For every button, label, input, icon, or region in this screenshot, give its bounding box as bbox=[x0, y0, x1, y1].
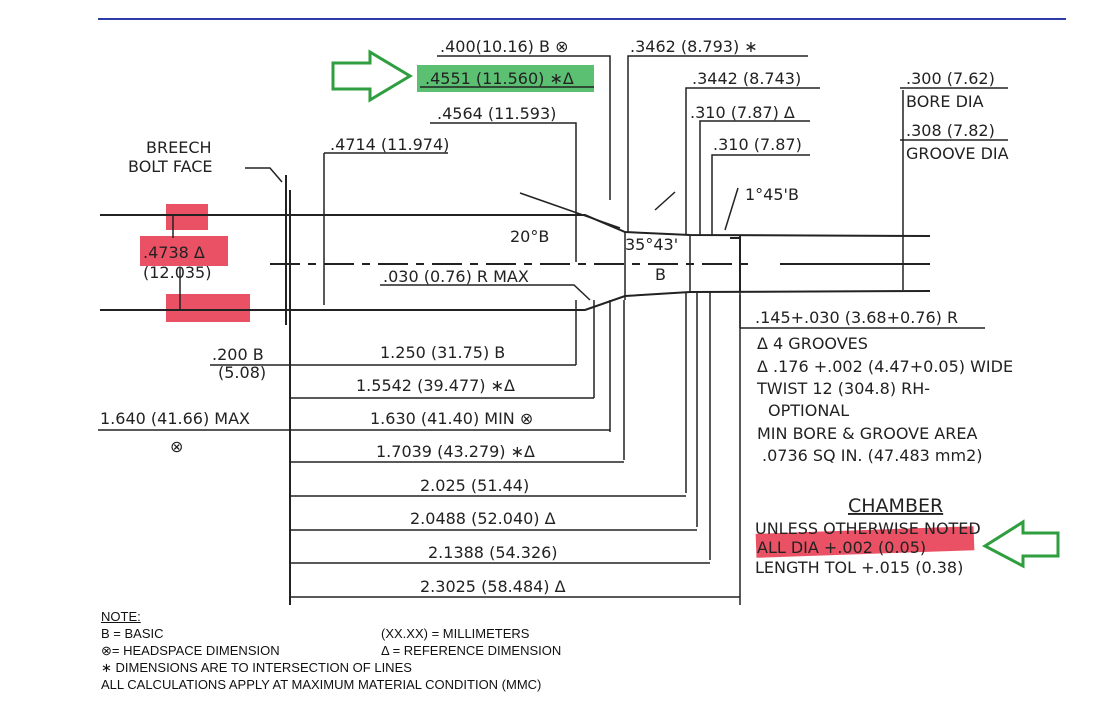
note-basic: B = BASIC bbox=[101, 626, 164, 641]
headspace-symbol: ⊗ bbox=[170, 437, 183, 456]
length-dim: 2.0488 (52.040) Δ bbox=[410, 509, 556, 528]
note-headspace: ⊗= HEADSPACE DIMENSION bbox=[101, 643, 280, 658]
note-intersection: ∗ DIMENSIONS ARE TO INTERSECTION OF LINE… bbox=[101, 660, 412, 675]
angle-20: 20°B bbox=[510, 227, 549, 246]
chamber-line-1: UNLESS OTHERWISE NOTED bbox=[755, 519, 981, 538]
groove-spec-line: Δ 4 GROOVES bbox=[757, 334, 868, 353]
length-dim: 1.630 (41.40) MIN ⊗ bbox=[370, 409, 533, 428]
highlight-4738 bbox=[140, 236, 228, 266]
dim-1640: 1.640 (41.66) MAX bbox=[100, 409, 250, 428]
length-dim: 1.7039 (43.279) ∗Δ bbox=[376, 442, 535, 461]
extension-lines bbox=[98, 55, 1008, 605]
note-row: ⊗= HEADSPACE DIMENSION Δ = REFERENCE DIME… bbox=[101, 642, 721, 659]
dim-radius: .030 (0.76) R MAX bbox=[383, 267, 529, 286]
note-title: NOTE: bbox=[101, 609, 141, 624]
angle-3543: 35°43' bbox=[625, 235, 678, 254]
groove-dia-value: .308 (7.82) bbox=[906, 121, 995, 140]
dimension-labels: .400(10.16) B ⊗ .4551 (11.560) ∗Δ .4564 … bbox=[100, 37, 1013, 596]
length-dimension-lines bbox=[290, 364, 740, 598]
length-dim: 1.250 (31.75) B bbox=[380, 343, 505, 362]
label-b: B bbox=[655, 265, 666, 284]
note-block: NOTE: B = BASIC (XX.XX) = MILLIMETERS ⊗= … bbox=[101, 608, 721, 693]
breech-label-1: BREECH bbox=[146, 138, 212, 157]
length-dim: 1.5542 (39.477) ∗Δ bbox=[356, 376, 515, 395]
highlight-bottom-line bbox=[166, 294, 250, 322]
groove-dia-label: GROOVE DIA bbox=[906, 144, 1009, 163]
groove-spec-line: TWIST 12 (304.8) RH- bbox=[756, 379, 930, 398]
dim-200: .200 B bbox=[212, 345, 264, 364]
dim-3442: .3442 (8.743) bbox=[692, 69, 801, 88]
note-reference: Δ = REFERENCE DIMENSION bbox=[381, 643, 562, 658]
groove-spec-line: MIN BORE & GROOVE AREA bbox=[757, 424, 977, 443]
breech-label-2: BOLT FACE bbox=[128, 157, 213, 176]
bore-dia-label: BORE DIA bbox=[906, 92, 984, 111]
angle-145: 1°45'B bbox=[745, 185, 799, 204]
groove-spec-line: Δ .176 +.002 (4.47+0.05) WIDE bbox=[757, 357, 1013, 376]
dim-3462: .3462 (8.793) ∗ bbox=[630, 37, 758, 56]
dim-4564: .4564 (11.593) bbox=[437, 104, 556, 123]
dim-200-mm: (5.08) bbox=[218, 363, 266, 382]
groove-radius: .145+.030 (3.68+0.76) R bbox=[755, 308, 958, 327]
dim-4714: .4714 (11.974) bbox=[330, 135, 449, 154]
note-mmc: ALL CALCULATIONS APPLY AT MAXIMUM MATERI… bbox=[101, 677, 542, 692]
chamber-title: CHAMBER bbox=[848, 495, 943, 517]
groove-spec-line: .0736 SQ IN. (47.483 mm2) bbox=[762, 446, 983, 465]
note-millimeters: (XX.XX) = MILLIMETERS bbox=[381, 626, 530, 641]
dim-310-ref: .310 (7.87) Δ bbox=[690, 103, 795, 122]
groove-spec-line: OPTIONAL bbox=[768, 401, 849, 420]
highlight-all-dia bbox=[755, 526, 975, 558]
dim-400: .400(10.16) B ⊗ bbox=[440, 37, 568, 56]
length-dim: 2.1388 (54.326) bbox=[428, 543, 558, 562]
chamber-line-2: ALL DIA +.002 (0.05) bbox=[757, 538, 926, 557]
dim-4738-mm: (12.035) bbox=[143, 263, 211, 282]
dim-4738: .4738 Δ bbox=[143, 243, 205, 262]
dim-310: .310 (7.87) bbox=[713, 135, 802, 154]
dim-4551: .4551 (11.560) ∗Δ bbox=[425, 69, 574, 88]
arrow-left-icon bbox=[982, 519, 1060, 569]
arrow-right-icon bbox=[331, 49, 413, 103]
chamber-line-3: LENGTH TOL +.015 (0.38) bbox=[755, 558, 963, 577]
note-row: B = BASIC (XX.XX) = MILLIMETERS bbox=[101, 625, 721, 642]
bore-dia-value: .300 (7.62) bbox=[906, 69, 995, 88]
length-dim: 2.025 (51.44) bbox=[420, 476, 529, 495]
length-dim: 2.3025 (58.484) Δ bbox=[420, 577, 566, 596]
